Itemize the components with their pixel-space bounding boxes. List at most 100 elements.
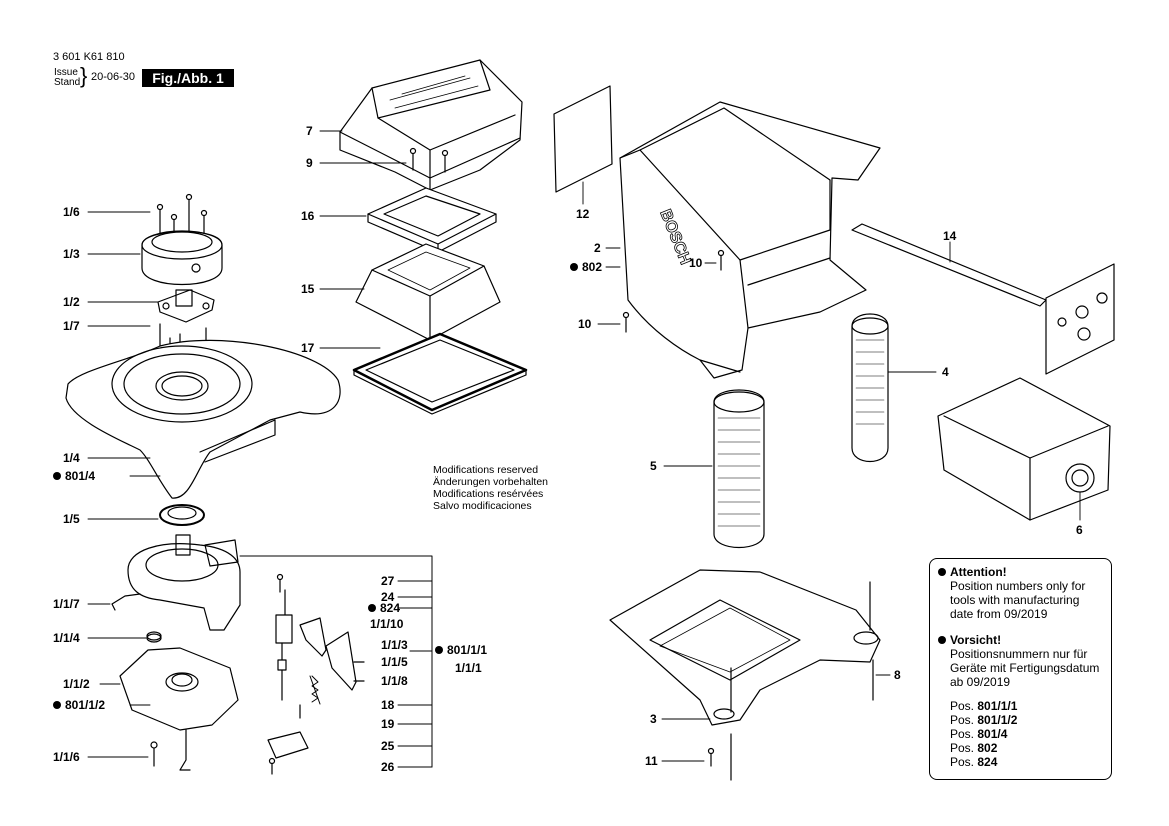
screw-1-1-6	[150, 741, 158, 767]
modifications-note: Modifications reserved Änderungen vorbeh…	[433, 464, 548, 512]
part-label: 14	[943, 229, 957, 243]
attention-heading: Attention!	[938, 565, 1103, 579]
leader-lines	[87, 130, 1081, 762]
marker-dot-icon	[53, 472, 61, 480]
attention-notice: Attention! Position numbers only for too…	[929, 558, 1112, 780]
part-label: 9	[306, 156, 313, 170]
modifications-line: Modifications resérvées	[433, 488, 544, 500]
small-parts	[267, 573, 365, 775]
attention-text: Position numbers only for tools with man…	[938, 579, 1103, 621]
part-label: 18	[381, 698, 395, 712]
part-label: 802	[582, 260, 603, 274]
issue-brace: }	[80, 63, 88, 88]
marker-dot-icon	[435, 646, 443, 654]
part-label-marked: 801/4	[53, 469, 95, 483]
part-label: 8	[894, 668, 901, 682]
flex-cable-14	[851, 223, 1115, 375]
part-label: 1/1/7	[53, 597, 80, 611]
part-label: 1/1/1	[455, 661, 482, 675]
modifications-line: Änderungen vorbehalten	[433, 476, 549, 488]
part-label: 1/1/2	[63, 677, 90, 691]
figure-label: Fig./Abb. 1	[142, 69, 234, 87]
issue-date: 20-06-30	[91, 71, 136, 83]
vorsicht-heading: Vorsicht!	[938, 633, 1103, 647]
position-list: Pos. 801/1/1 Pos. 801/1/2 Pos. 801/4 Pos…	[938, 699, 1103, 769]
vorsicht-line: Positionsnummern nur für	[950, 647, 1088, 661]
attention-line: tools with manufacturing	[950, 593, 1080, 607]
vorsicht-line: ab 09/2019	[950, 675, 1011, 689]
part-label: 4	[942, 365, 949, 379]
document-number: 3 601 K61 810	[53, 51, 125, 63]
part-label: 16	[301, 209, 315, 223]
part-label: 2	[594, 241, 601, 255]
marker-dot-icon	[368, 604, 376, 612]
part-label: 19	[381, 717, 395, 731]
part-label: 801/4	[65, 469, 96, 483]
position-item: Pos. 801/4	[950, 727, 1008, 741]
vorsicht-line: Geräte mit Fertigungsdatum	[950, 661, 1100, 675]
battery-box-6	[937, 377, 1111, 521]
position-item: Pos. 824	[950, 755, 998, 769]
part-label: 10	[578, 317, 592, 331]
marker-dot-icon	[53, 701, 61, 709]
issue-label: Issue	[54, 67, 78, 78]
part-label: 6	[1076, 523, 1083, 537]
position-item: Pos. 801/1/1	[950, 699, 1018, 713]
bullet-dot-icon	[938, 568, 946, 576]
part-label-marked: 801/1/2	[53, 698, 105, 712]
part-label: 1/1/4	[53, 631, 80, 645]
modifications-line: Salvo modificaciones	[433, 500, 532, 512]
attention-line: Position numbers only for	[950, 579, 1086, 593]
part-label: 1/2	[63, 295, 80, 309]
stand-label: Stand	[54, 77, 81, 88]
attention-title: Attention!	[950, 565, 1007, 579]
part-label: 1/1/6	[53, 750, 80, 764]
part-label: 1/1/10	[370, 617, 404, 631]
ring-1-5	[159, 504, 205, 526]
vorsicht-title: Vorsicht!	[950, 633, 1002, 647]
part-label: 11	[645, 754, 658, 768]
part-label: 1/4	[63, 451, 80, 465]
top-cover-part	[339, 59, 523, 191]
part-label: 1/5	[63, 512, 80, 526]
screws-9	[409, 147, 449, 173]
part-label-marked: 801/1/1	[435, 643, 487, 657]
part-label: 10	[689, 256, 703, 270]
part-label: 1/1/5	[381, 655, 408, 669]
part-label: 824	[380, 601, 401, 615]
vorsicht-text: Positionsnummern nur für Geräte mit Fert…	[938, 647, 1103, 689]
part-label: 1/3	[63, 247, 80, 261]
base-1-4	[65, 339, 341, 499]
mount-1-2	[157, 289, 215, 323]
label-sheet-12	[553, 85, 613, 193]
part-label: 15	[301, 282, 315, 296]
housing-1-3	[141, 230, 223, 286]
housing-2	[619, 101, 881, 379]
bushing-1-1-4	[146, 631, 162, 643]
part-label: 25	[381, 739, 395, 753]
group-bracket	[239, 555, 433, 768]
part-label-marked: 824	[368, 601, 400, 615]
window-prism-15	[355, 243, 501, 341]
bullet-dot-icon	[938, 636, 946, 644]
part-label: 26	[381, 760, 395, 774]
screws-10	[622, 249, 725, 333]
position-item: Pos. 801/1/2	[950, 713, 1018, 727]
cable-1-1-7	[111, 593, 141, 611]
part-label: 1/7	[63, 319, 80, 333]
part-label-marked: 802	[570, 260, 602, 274]
battery-holder-4	[851, 313, 889, 462]
battery-holder-5	[713, 389, 765, 549]
part-label: 3	[650, 712, 657, 726]
part-label: 24	[381, 590, 395, 604]
part-label: 12	[576, 207, 590, 221]
part-label: 27	[381, 574, 395, 588]
attention-line: date from 09/2019	[950, 607, 1048, 621]
marker-dot-icon	[570, 263, 578, 271]
base-3	[609, 569, 881, 726]
part-label: 7	[306, 124, 313, 138]
window-frame-16	[367, 187, 497, 253]
screws-8-11	[707, 581, 874, 781]
